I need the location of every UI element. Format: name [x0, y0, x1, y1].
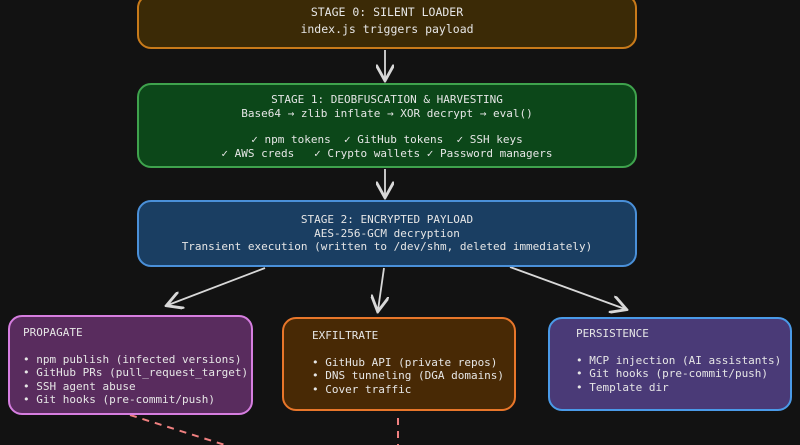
- exfiltrate-item: • GitHub API (private repos): [312, 355, 498, 369]
- exfiltrate-box: EXFILTRATE • GitHub API (private repos) …: [282, 317, 516, 411]
- stage2-execution: Transient execution (written to /dev/shm…: [181, 240, 593, 253]
- stage1-box: STAGE 1: DEOBFUSCATION & HARVESTING Base…: [137, 83, 637, 168]
- persistence-item: • MCP injection (AI assistants): [576, 353, 782, 367]
- arrow-stage2-to-persistence: [509, 266, 625, 309]
- propagate-title: PROPAGATE: [23, 326, 83, 339]
- stage1-pipeline: Base64 → zlib inflate → XOR decrypt → ev…: [241, 106, 533, 120]
- propagate-item: • Git hooks (pre-commit/push): [23, 393, 216, 406]
- stage0-subtitle: index.js triggers payload: [300, 21, 474, 36]
- stage2-cipher: AES-256-GCM decryption: [314, 226, 460, 240]
- stage2-box: STAGE 2: ENCRYPTED PAYLOAD AES-256-GCM d…: [137, 200, 637, 267]
- propagate-item: • SSH agent abuse: [23, 379, 136, 393]
- persistence-title: PERSISTENCE: [576, 327, 649, 340]
- exfiltrate-title: EXFILTRATE: [312, 329, 379, 342]
- propagate-item: • GitHub PRs (pull_request_target): [23, 366, 249, 379]
- stage1-targets-line1: ✓ npm tokens ✓ GitHub tokens ✓ SSH keys: [251, 133, 523, 146]
- stage1-targets-line2: ✓ AWS creds ✓ Crypto wallets ✓ Password …: [221, 146, 553, 160]
- stage2-title: STAGE 2: ENCRYPTED PAYLOAD: [300, 213, 474, 226]
- propagate-item: • npm publish (infected versions): [23, 352, 242, 366]
- persistence-item: • Git hooks (pre-commit/push): [576, 367, 769, 380]
- persistence-box: PERSISTENCE • MCP injection (AI assistan…: [548, 317, 792, 411]
- propagate-box: PROPAGATE • npm publish (infected versio…: [8, 315, 253, 415]
- stage0-box: STAGE 0: SILENT LOADER index.js triggers…: [137, 0, 637, 49]
- stage0-title: STAGE 0: SILENT LOADER: [310, 5, 464, 19]
- exfiltrate-item: • DNS tunneling (DGA domains): [312, 369, 505, 382]
- persistence-item: • Template dir: [576, 380, 669, 394]
- exfiltrate-item: • Cover traffic: [312, 382, 412, 396]
- arrow-stage2-to-exfiltrate: [378, 267, 384, 310]
- dashed-link-propagate: [129, 414, 226, 445]
- arrow-stage2-to-propagate: [168, 267, 266, 305]
- stage1-title: STAGE 1: DEOBFUSCATION & HARVESTING: [271, 93, 503, 106]
